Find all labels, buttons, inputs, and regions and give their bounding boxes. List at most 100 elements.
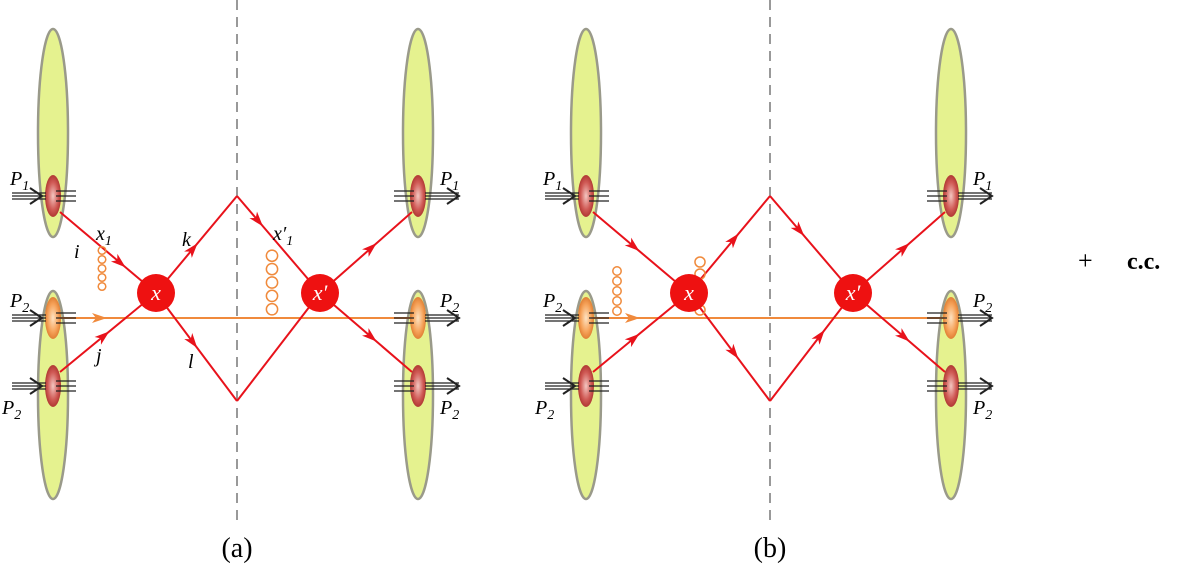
label-p1-left: P1: [9, 168, 29, 194]
label-p2b-left: P2: [1, 397, 21, 423]
ticks-bottom-left: [589, 380, 609, 392]
quark-in-1-arrow: [624, 237, 640, 252]
label-p2b-right: P2: [972, 397, 992, 423]
ticks-top-left: [589, 190, 609, 202]
parton-bottom-right: [410, 365, 426, 407]
parton-mid-right: [943, 297, 959, 339]
hadron-arrow-p2b-in: [12, 377, 46, 395]
quark-out-1-arrow: [895, 243, 910, 257]
quark-down: [688, 292, 771, 402]
parton-top-right: [943, 175, 959, 217]
parton-bottom-left: [45, 365, 61, 407]
complex-conjugate-label: c.c.: [1127, 249, 1160, 275]
ticks-bottom-right: [394, 380, 414, 392]
label-p2-left: P2: [9, 290, 29, 316]
ticks-mid-right: [927, 312, 947, 324]
hadron-arrow-p2-out: [425, 309, 461, 327]
parton-mid-left: [578, 297, 594, 339]
caption: (b): [754, 533, 787, 564]
label-p2b-left: P2: [534, 397, 554, 423]
quark-up-conj-arrow: [790, 221, 805, 237]
ticks-bottom-right: [927, 380, 947, 392]
hadron-arrow-p2-in: [545, 309, 579, 327]
label-j: j: [93, 345, 102, 367]
quark-out-2-arrow: [895, 328, 910, 342]
quark-k-conj: [236, 195, 321, 294]
quark-k-conj-arrow: [249, 211, 263, 227]
blob-top-left: [36, 27, 70, 239]
hadron-arrow-p1-out: [425, 187, 461, 205]
plus-sign: +: [1078, 246, 1093, 275]
label-p1-right: P1: [972, 168, 992, 194]
quark-out-2-arrow: [362, 328, 377, 342]
vertex-x-label: x: [150, 280, 161, 305]
label-p2-left: P2: [542, 290, 562, 316]
parton-bottom-right: [943, 365, 959, 407]
hadron-arrow-p1-out: [958, 187, 994, 205]
label-p1-right: P1: [439, 168, 459, 194]
quark-j-arrow: [94, 331, 110, 345]
gluon-exchange-left-loops: [612, 266, 622, 316]
parton-mid-left: [45, 297, 61, 339]
gluon-exchange-left-loops: [97, 245, 107, 292]
parton-top-right: [410, 175, 426, 217]
quark-l-arrow: [184, 333, 198, 349]
quark-out-2: [319, 292, 413, 373]
label-k: k: [182, 229, 192, 251]
vertex-x-prime-label: x′: [845, 280, 862, 305]
vertex-x-prime: [301, 274, 339, 312]
vertex-x-prime-label: x′: [312, 280, 329, 305]
vertex-x-prime: [834, 274, 872, 312]
label-x1: x1: [95, 223, 112, 249]
vertex-x: [137, 274, 175, 312]
hadron-arrow-p2-in: [12, 309, 46, 327]
blob-top-right: [934, 27, 968, 239]
quark-i-arrow: [110, 253, 126, 268]
blob-top-right: [401, 27, 435, 239]
label-p2-right: P2: [439, 290, 459, 316]
quark-out-1-arrow: [362, 243, 377, 257]
quark-l-conj: [236, 292, 321, 402]
ticks-bottom-left: [56, 380, 76, 392]
quark-k-arrow: [184, 243, 198, 258]
ticks-mid-left: [56, 312, 76, 324]
quark-out-2: [852, 292, 946, 373]
quark-i: [59, 211, 157, 294]
quark-in-2-arrow: [624, 333, 640, 348]
gluon-exchange-right-loops: [265, 249, 279, 316]
ticks-top-right: [927, 190, 947, 202]
quark-in-2: [592, 292, 690, 373]
gluon-arrow: [625, 313, 640, 323]
hadron-arrow-p1-in: [545, 187, 579, 205]
label-p1-left: P1: [542, 168, 562, 194]
quark-up-arrow: [725, 233, 739, 249]
hadron-arrow-p1-in: [12, 187, 46, 205]
parton-bottom-left: [578, 365, 594, 407]
quark-in-1: [592, 211, 690, 294]
blob-top-left: [569, 27, 603, 239]
quark-down-conj: [769, 292, 854, 402]
vertex-x-label: x: [683, 280, 694, 305]
caption: (a): [221, 533, 252, 564]
label-i: i: [74, 241, 80, 263]
quark-up-conj: [769, 195, 854, 294]
hadron-arrow-p2b-out: [425, 377, 461, 395]
hadron-arrow-p2b-out: [958, 377, 994, 395]
hadron-arrow-p2-out: [958, 309, 994, 327]
label-p2b-right: P2: [439, 397, 459, 423]
quark-out-1: [319, 211, 413, 294]
quark-out-1: [852, 211, 946, 294]
quark-down-arrow: [725, 343, 739, 359]
label-x1-prime: x′1: [272, 223, 293, 249]
parton-top-left: [45, 175, 61, 217]
parton-top-left: [578, 175, 594, 217]
gluon-arrow: [92, 313, 107, 323]
parton-mid-right: [410, 297, 426, 339]
label-p2-right: P2: [972, 290, 992, 316]
ticks-mid-left: [589, 312, 609, 324]
quark-up: [688, 195, 771, 294]
vertex-x: [670, 274, 708, 312]
